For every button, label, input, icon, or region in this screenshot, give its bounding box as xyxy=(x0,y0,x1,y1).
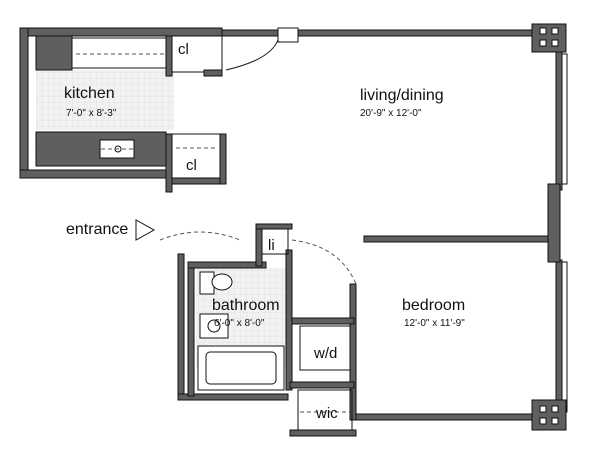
interior-walls xyxy=(289,183,561,437)
kitchen-tile-floor xyxy=(36,70,174,130)
entrance-label: entrance xyxy=(66,221,128,238)
entrance-arrow-icon xyxy=(135,219,156,241)
living-dining-label: living/dining xyxy=(360,87,444,104)
column-top-right xyxy=(531,23,567,53)
living-dining-dims: 20'-9" x 12'-0" xyxy=(360,108,422,119)
column-top-mid xyxy=(277,27,299,43)
bedroom-label: bedroom xyxy=(402,297,465,314)
linen-closet-label: li xyxy=(268,237,275,254)
kitchen-closet-bottom xyxy=(165,133,227,193)
bathroom-label: bathroom xyxy=(212,297,280,314)
kitchen-dims: 7'-0" x 8'-3" xyxy=(66,108,117,119)
bathroom-dims: 6'-0" x 8'-0" xyxy=(214,318,265,329)
bathroom-fixtures xyxy=(197,271,285,391)
kitchen-closet-top-label: cl xyxy=(178,41,189,58)
kitchen-closet-top xyxy=(165,35,223,77)
windows-right xyxy=(561,53,568,413)
bedroom-dims: 12'-0" x 11'-9" xyxy=(404,318,465,329)
washer-dryer-label: w/d xyxy=(313,345,337,362)
kitchen-label: kitchen xyxy=(64,85,115,102)
kitchen-closet-bottom-label: cl xyxy=(186,157,197,174)
bathroom-walls xyxy=(187,249,293,397)
walk-in-closet-label: wic xyxy=(315,405,338,422)
kitchen-fixtures xyxy=(35,35,167,167)
column-bottom-right xyxy=(531,399,567,431)
door-swings xyxy=(159,39,357,285)
linen-closet xyxy=(255,223,293,267)
